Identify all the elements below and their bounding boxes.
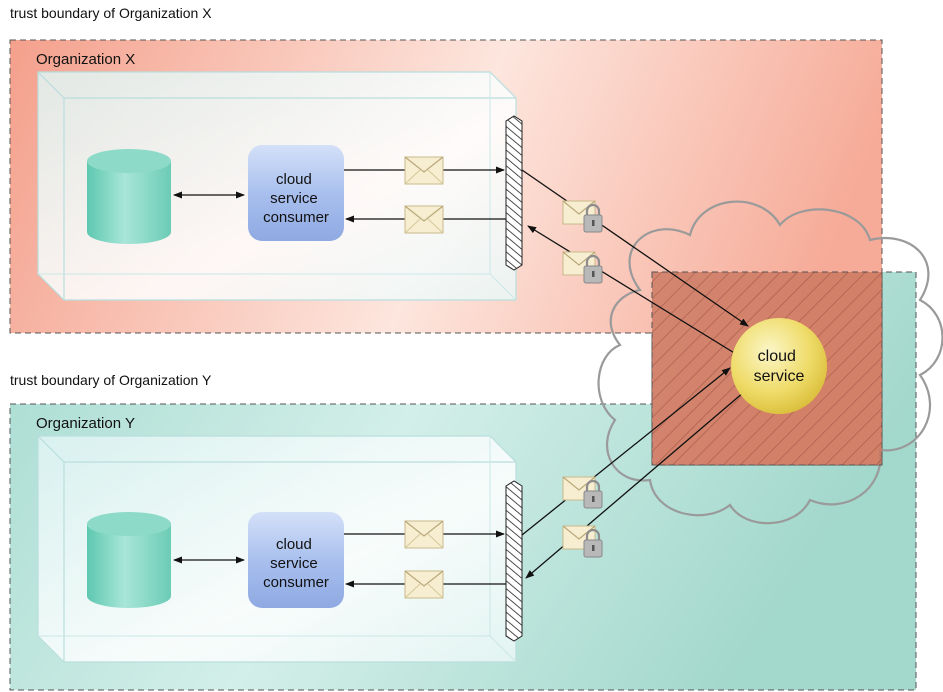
padlock-icon bbox=[583, 254, 603, 284]
org-x-to-cloud-service-arrow bbox=[521, 169, 749, 327]
envelope-icon bbox=[404, 205, 444, 234]
envelope-icon bbox=[404, 156, 444, 185]
org-x-consumer-label-1: cloud bbox=[276, 171, 312, 188]
svg-text:cloud service: cloud service bbox=[754, 348, 805, 385]
org-x-database bbox=[87, 149, 171, 244]
cloud-service: cloud service bbox=[731, 318, 827, 414]
org-y-consumer-label-2: service bbox=[270, 555, 318, 572]
locked-envelope-icon bbox=[562, 525, 603, 558]
org-y-cloud-service-consumer: cloud service consumer bbox=[248, 512, 344, 608]
org-y-consumer-label-3: consumer bbox=[263, 574, 329, 591]
padlock-icon bbox=[583, 528, 603, 558]
svg-text:cloud service cons: cloud service consumer bbox=[263, 536, 329, 591]
cloud-service-label-2: service bbox=[754, 368, 805, 385]
org-y-name: Organization Y bbox=[36, 415, 135, 432]
padlock-icon bbox=[583, 479, 603, 509]
org-y-firewall bbox=[505, 480, 523, 642]
cloud-service-to-org-x-arrow bbox=[527, 225, 737, 355]
org-x-consumer-label-3: consumer bbox=[263, 209, 329, 226]
locked-envelope-icon bbox=[562, 251, 603, 284]
org-x-cloud-service-consumer: cloud service consumer bbox=[248, 145, 344, 241]
org-y-trust-boundary-label: trust boundary of Organization Y bbox=[10, 372, 212, 388]
cloud-service-label-1: cloud bbox=[758, 348, 796, 365]
locked-envelope-icon bbox=[562, 476, 603, 509]
org-y-database bbox=[87, 512, 171, 608]
cloud-service-to-org-y-arrow bbox=[525, 391, 745, 579]
envelope-icon bbox=[404, 520, 444, 549]
org-y-consumer-label-1: cloud bbox=[276, 536, 312, 553]
org-x-name: Organization X bbox=[36, 51, 135, 68]
locked-envelope-icon bbox=[562, 200, 603, 233]
envelope-icon bbox=[404, 570, 444, 599]
org-x-consumer-label-2: service bbox=[270, 190, 318, 207]
cloud-shape bbox=[597, 200, 943, 525]
org-x-trust-boundary-label: trust boundary of Organization X bbox=[10, 5, 212, 21]
org-y-to-cloud-service-arrow bbox=[521, 367, 731, 536]
svg-text:cloud service cons: cloud service consumer bbox=[263, 171, 329, 226]
org-x-firewall bbox=[505, 115, 523, 271]
padlock-icon bbox=[583, 203, 603, 233]
